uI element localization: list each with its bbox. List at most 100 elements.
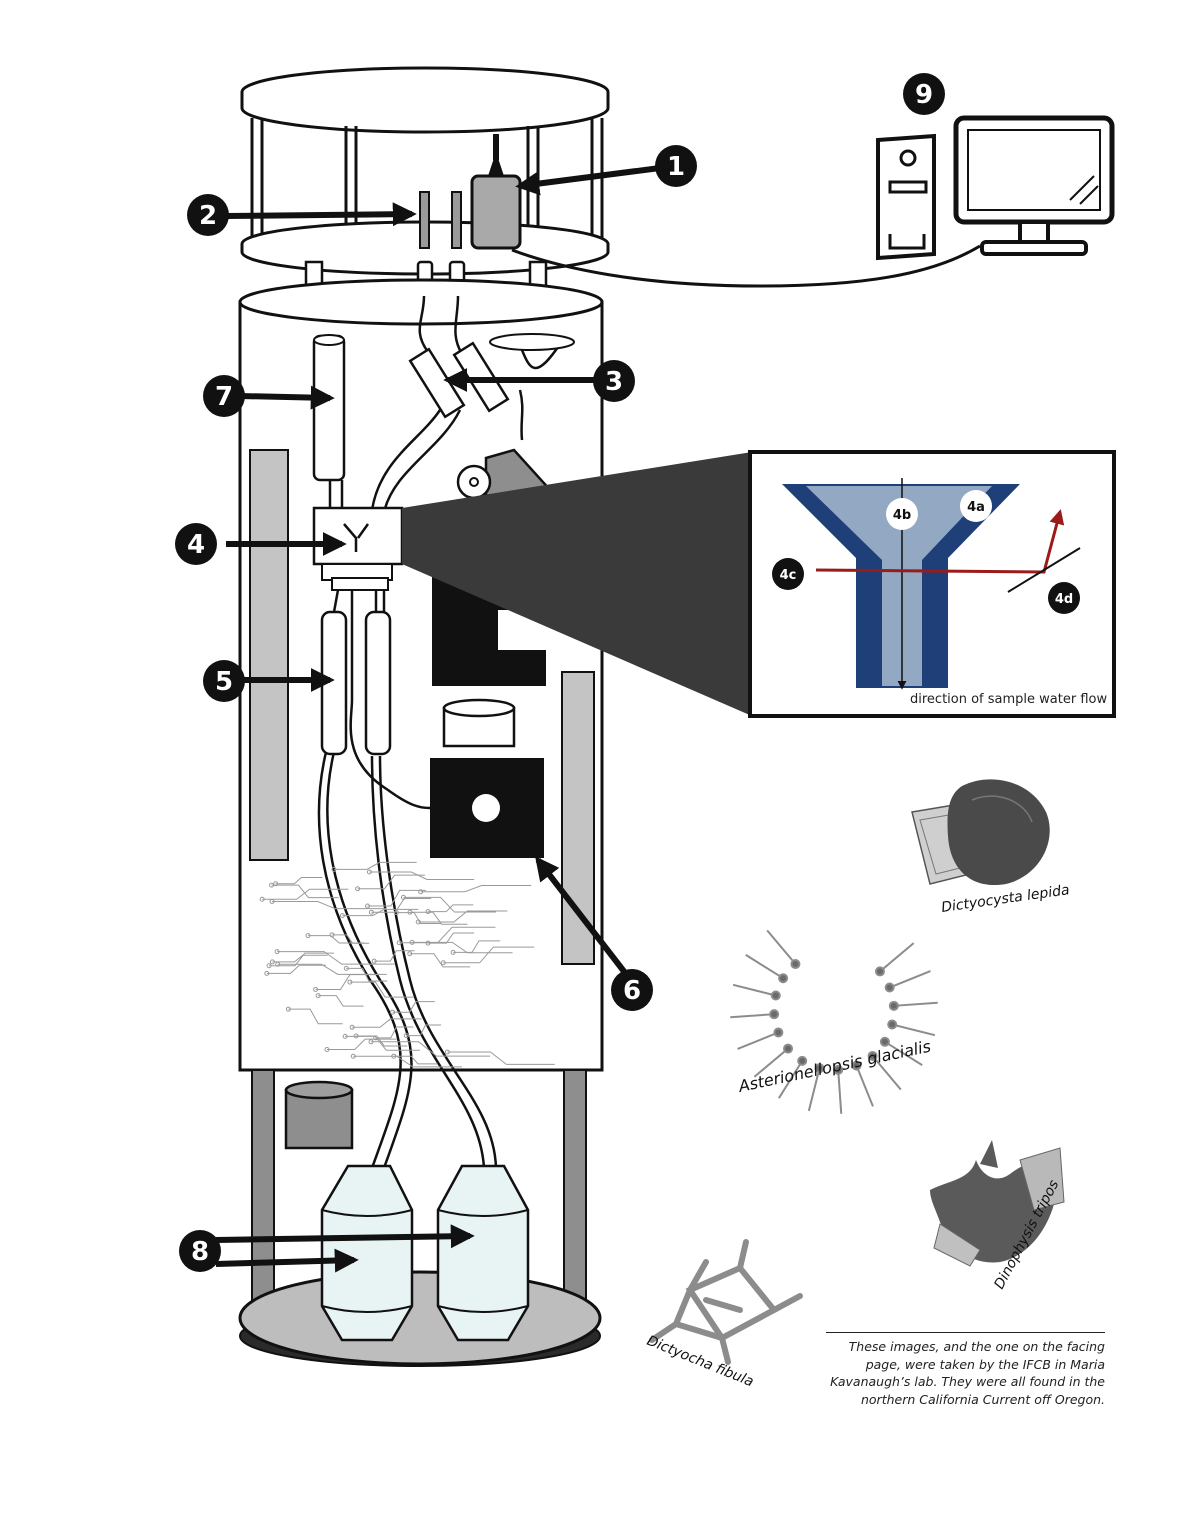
svg-text:8: 8 bbox=[191, 1237, 209, 1267]
flow-cell bbox=[312, 506, 404, 591]
circuit-trace bbox=[420, 885, 532, 893]
circuit-pad bbox=[313, 986, 319, 992]
circuit-trace bbox=[262, 888, 349, 900]
circuit-pad bbox=[269, 959, 275, 965]
diatom-cell bbox=[770, 990, 781, 1001]
circuit-trace bbox=[418, 910, 508, 923]
circuit-trace bbox=[333, 861, 417, 870]
svg-text:4: 4 bbox=[187, 530, 205, 560]
badge-6: 6 bbox=[611, 969, 653, 1011]
circuit-trace bbox=[412, 941, 513, 954]
circuit-pad bbox=[343, 965, 349, 971]
diatom-cell bbox=[790, 959, 801, 970]
flow-direction-label: direction of sample water flow bbox=[910, 692, 1107, 707]
diatom-cell bbox=[769, 1009, 780, 1020]
circuit-trace bbox=[428, 904, 474, 913]
circuit-trace bbox=[269, 952, 335, 967]
svg-text:3: 3 bbox=[605, 367, 623, 397]
diatom-spine bbox=[732, 983, 777, 997]
circuit-pad bbox=[425, 909, 431, 915]
diatom-cell bbox=[773, 1027, 784, 1038]
diatom-spine bbox=[891, 1023, 936, 1037]
data-cable bbox=[511, 244, 981, 288]
caption-line-4: northern California Current off Oregon. bbox=[860, 1391, 1105, 1407]
circuit-trace bbox=[342, 908, 419, 917]
circuit-pad bbox=[391, 1053, 397, 1059]
circuit-pad bbox=[407, 909, 413, 915]
diatom-cell bbox=[814, 1063, 825, 1074]
circuit-pad bbox=[450, 949, 456, 955]
diatom-cell bbox=[884, 982, 895, 993]
diatom-cell bbox=[879, 1036, 890, 1047]
circuit-trace bbox=[345, 1035, 420, 1051]
circuit-pad bbox=[259, 896, 265, 902]
diatom-spine bbox=[893, 1001, 938, 1007]
circuit-trace bbox=[403, 896, 497, 913]
circuit-trace bbox=[315, 974, 378, 990]
zoom-projection bbox=[402, 452, 752, 716]
circuit-pad bbox=[269, 882, 275, 888]
label-4d: 4d bbox=[1055, 592, 1073, 607]
circuit-trace bbox=[371, 1041, 491, 1057]
diatom-spine bbox=[737, 1031, 779, 1050]
label-4a: 4a bbox=[967, 500, 985, 515]
circuit-trace bbox=[352, 1018, 422, 1028]
waste-bottles bbox=[320, 1164, 530, 1342]
circuit-trace bbox=[409, 911, 468, 925]
circuit-trace bbox=[443, 946, 535, 964]
circuit-trace bbox=[375, 1026, 414, 1039]
diatom-spine bbox=[889, 970, 931, 989]
diatom-cell bbox=[851, 1060, 862, 1071]
svg-text:6: 6 bbox=[623, 976, 641, 1006]
circuit-pad bbox=[305, 933, 311, 939]
circuit-trace bbox=[288, 1008, 343, 1025]
diatom-spine bbox=[753, 1047, 789, 1078]
caption-line-2: page, were taken by the IFCB in Maria bbox=[865, 1356, 1105, 1372]
badge-4: 4 bbox=[175, 523, 217, 565]
circuit-board bbox=[259, 861, 555, 1068]
base-stand bbox=[238, 1069, 602, 1367]
circuit-pad bbox=[266, 963, 272, 969]
circuit-trace bbox=[396, 912, 441, 925]
circuit-pad bbox=[355, 886, 361, 892]
circuit-trace bbox=[266, 964, 326, 974]
circuit-pad bbox=[368, 909, 374, 915]
svg-text:9: 9 bbox=[915, 80, 933, 110]
numbered-badges: 1 2 3 4 5 6 7 8 bbox=[175, 73, 945, 1272]
diatom-spine bbox=[730, 1013, 775, 1019]
circuit-pad bbox=[347, 979, 353, 985]
circuit-pad bbox=[425, 940, 431, 946]
diatom-spine bbox=[884, 1040, 923, 1066]
circuit-pad bbox=[339, 913, 345, 919]
figure-caption: These images, and the one on the facing … bbox=[800, 1338, 1105, 1408]
circuit-pad bbox=[315, 993, 321, 999]
circuit-trace bbox=[393, 1055, 438, 1065]
badge-7: 7 bbox=[203, 375, 245, 417]
diatom-cell bbox=[867, 1050, 878, 1061]
top-deck bbox=[240, 66, 610, 310]
svg-text:2: 2 bbox=[199, 201, 217, 231]
diatom-spine bbox=[871, 1055, 902, 1091]
circuit-trace bbox=[275, 876, 323, 885]
caption-rule bbox=[826, 1332, 1105, 1333]
circuit-pad bbox=[366, 869, 372, 875]
circuit-pad bbox=[371, 958, 377, 964]
badge-5: 5 bbox=[203, 660, 245, 702]
badge-3: 3 bbox=[593, 360, 635, 402]
circuit-trace bbox=[326, 1038, 397, 1050]
diatom-cell bbox=[888, 1000, 899, 1011]
diatom-cell bbox=[797, 1055, 808, 1066]
species-label-4: Dictyocha fibula bbox=[645, 1333, 756, 1390]
circuit-pad bbox=[264, 970, 270, 976]
specimen-asterionellopsis bbox=[730, 929, 938, 1114]
circuit-pad bbox=[368, 1039, 374, 1045]
circuit-pad bbox=[273, 881, 279, 887]
circuit-pad bbox=[440, 960, 446, 966]
circuit-trace bbox=[374, 950, 415, 962]
diatom-spine bbox=[778, 1060, 804, 1099]
circuit-pad bbox=[400, 894, 406, 900]
diatom-cell bbox=[887, 1019, 898, 1030]
circuit-trace bbox=[369, 871, 475, 880]
circuit-trace bbox=[349, 981, 414, 998]
